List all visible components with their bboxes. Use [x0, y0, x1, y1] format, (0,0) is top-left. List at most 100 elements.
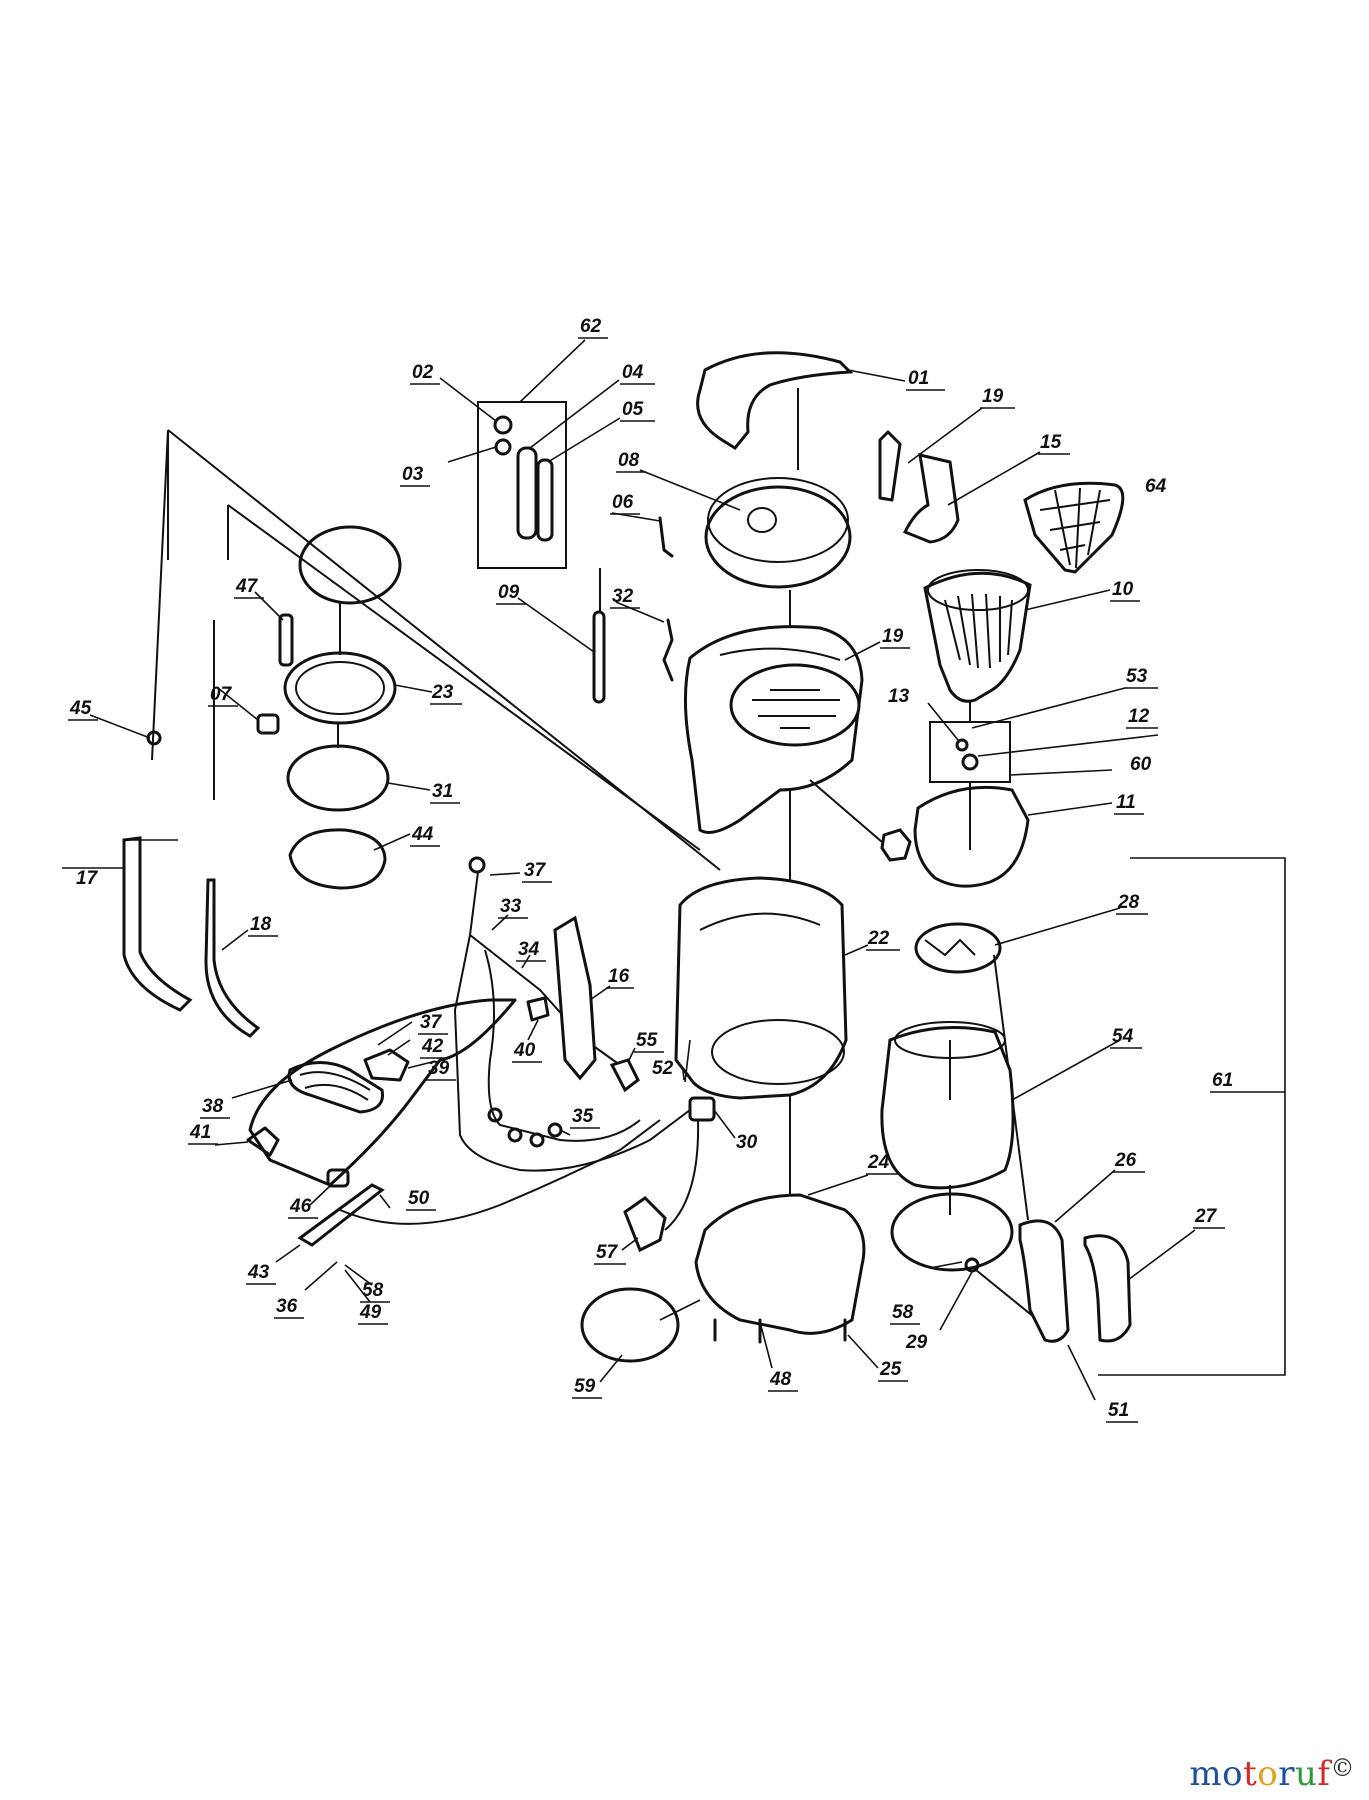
label-32: 32 [612, 586, 634, 607]
watermark-text: motoruf [1189, 1754, 1330, 1794]
label-39: 39 [428, 1058, 450, 1079]
part-06-clip [658, 516, 674, 558]
part-16-switch-housing [553, 915, 597, 1081]
part-24-base-plate [694, 1193, 866, 1335]
part-55-plug [609, 1058, 640, 1093]
label-51: 51 [1108, 1400, 1129, 1421]
part-03-washer [494, 438, 512, 456]
part-23-ring-top [298, 525, 402, 605]
label-43: 43 [247, 1262, 270, 1283]
label-10: 10 [1112, 579, 1134, 600]
copyright-seal-icon: © [1330, 1754, 1355, 1782]
watermark-letter: o [1257, 1754, 1279, 1794]
part-35-terminal-d [547, 1122, 563, 1138]
label-52: 52 [652, 1058, 674, 1079]
label-42: 42 [421, 1036, 444, 1057]
part-35-terminal-c [529, 1132, 545, 1148]
part-19-heating-plate [729, 663, 861, 747]
label-26: 26 [1114, 1150, 1137, 1171]
label-05: 05 [622, 399, 644, 420]
label-37-top: 37 [524, 860, 547, 881]
label-04: 04 [622, 362, 644, 383]
part-59-bottom-cover [580, 1287, 680, 1363]
watermark-letter: m [1189, 1754, 1223, 1794]
label-61: 61 [1212, 1070, 1233, 1091]
part-22-main-housing [674, 876, 848, 1100]
label-06: 06 [612, 492, 634, 513]
label-38: 38 [202, 1096, 224, 1117]
label-09: 09 [498, 582, 520, 603]
label-49: 49 [359, 1302, 382, 1323]
part-12-valve [961, 753, 979, 771]
label-07-left: 07 [210, 684, 233, 705]
label-55: 55 [636, 1030, 658, 1051]
label-24: 24 [867, 1152, 890, 1173]
label-22: 22 [867, 928, 890, 949]
watermark-letter: f [1317, 1754, 1331, 1794]
label-12: 12 [1128, 706, 1150, 727]
part-33-wire [453, 871, 691, 1172]
label-23: 23 [431, 682, 454, 703]
label-08: 08 [618, 450, 640, 471]
watermark-letter: r [1278, 1754, 1295, 1794]
part-38-heating-element [287, 1061, 385, 1114]
part-54-carafe [880, 1026, 1015, 1190]
part-35-terminal-b [507, 1127, 523, 1143]
part-15-clip [902, 453, 960, 544]
group-box-60 [929, 721, 1011, 783]
part-27-handle-cover [1083, 1234, 1132, 1343]
part-30-terminal-block [688, 1096, 716, 1122]
part-18-tube [204, 878, 261, 1038]
part-13-seal [955, 738, 969, 752]
label-31: 31 [432, 781, 453, 802]
label-02: 02 [412, 362, 434, 383]
label-03: 03 [402, 464, 424, 485]
part-07-connector [880, 828, 912, 862]
motoruf-watermark: motoruf© [1189, 1754, 1355, 1794]
label-60: 60 [1130, 754, 1152, 775]
label-58-ring: 58 [892, 1302, 914, 1323]
part-02-nut [493, 415, 513, 435]
part-58-base-ring [890, 1192, 1014, 1272]
label-50: 50 [408, 1188, 430, 1209]
part-57-power-plug [623, 1196, 667, 1253]
label-34: 34 [518, 939, 540, 960]
part-32-pin [662, 618, 674, 682]
label-46: 46 [289, 1196, 312, 1217]
part-07-terminal [256, 713, 280, 735]
part-37-screw [468, 856, 486, 874]
label-16: 16 [608, 966, 630, 987]
part-44-plate [288, 828, 387, 890]
label-01: 01 [908, 368, 929, 389]
label-30: 30 [736, 1132, 758, 1153]
label-41: 41 [189, 1122, 211, 1143]
label-11: 11 [1116, 792, 1136, 813]
label-62: 62 [580, 316, 602, 337]
group-bracket-61 [1098, 857, 1286, 1376]
label-17: 17 [76, 868, 99, 889]
part-40-connector [526, 996, 550, 1022]
watermark-letter: o [1222, 1754, 1244, 1794]
label-15: 15 [1040, 432, 1062, 453]
label-64: 64 [1145, 476, 1167, 497]
label-36: 36 [276, 1296, 298, 1317]
part-35-terminal-a [487, 1107, 503, 1123]
part-26-handle [1018, 1219, 1070, 1343]
part-01-lid [696, 351, 854, 450]
part-17-tube [122, 836, 193, 1012]
label-45: 45 [69, 698, 92, 719]
label-28: 28 [1117, 892, 1140, 913]
part-11-carafe-top [913, 785, 1030, 888]
part-64-filter [1023, 481, 1125, 574]
watermark-letter: u [1295, 1754, 1318, 1794]
part-42-bracket [363, 1048, 410, 1082]
part-28-carafe-lid [914, 922, 1002, 974]
label-54: 54 [1112, 1026, 1134, 1047]
label-33: 33 [500, 896, 522, 917]
label-53: 53 [1126, 666, 1148, 687]
group-box-62 [477, 401, 567, 569]
part-46-fuse [326, 1168, 350, 1188]
part-31-seal [286, 744, 390, 812]
label-27: 27 [1194, 1206, 1218, 1227]
